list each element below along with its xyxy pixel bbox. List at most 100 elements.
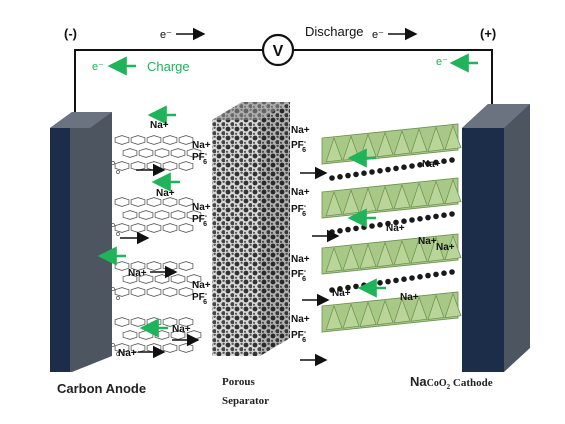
positive-terminal-label: (+) <box>480 26 496 41</box>
sodium-atom <box>417 274 423 280</box>
sodium-ion-label: Na+ <box>291 187 310 198</box>
sodium-ion-label: Na+ <box>291 125 310 136</box>
sodium-atom <box>329 287 335 293</box>
cobalt-octahedron <box>359 301 377 327</box>
graphene-hexagon <box>130 223 146 233</box>
sodium-ion-label: Na+ <box>386 223 405 234</box>
graphene-hexagon <box>162 161 178 171</box>
cobalt-octahedron <box>376 241 394 268</box>
cobalt-octahedron <box>427 236 445 262</box>
graphene-hexagon <box>114 287 130 297</box>
separator-label-line1: Porous <box>222 376 256 388</box>
graphene-hexagon <box>178 161 194 171</box>
sodium-atom <box>441 212 447 218</box>
cathode-label-subscript: 2 <box>447 383 451 391</box>
sodium-ion-label: Na+ <box>436 242 455 253</box>
sodium-atom <box>345 226 351 233</box>
charge-electron-symbol-2: e⁻ <box>436 56 448 68</box>
sodium-ion-label: Na+ <box>291 314 310 325</box>
sodium-atom <box>425 160 431 167</box>
anode-atom <box>116 352 120 356</box>
graphene-hexagon <box>138 148 154 158</box>
sodium-atom <box>353 225 359 232</box>
sodium-ion-label: Na+ <box>291 254 310 265</box>
graphene-hexagon <box>114 261 130 271</box>
sodium-atom <box>345 284 351 291</box>
cobalt-octahedron <box>393 183 411 210</box>
sodium-atom <box>417 162 423 168</box>
sodium-ion-label: Na+ <box>400 292 419 303</box>
sodium-atom <box>345 172 351 179</box>
sodium-atom <box>385 166 391 173</box>
cobalt-octahedron <box>342 303 360 329</box>
sodium-atom <box>377 222 383 228</box>
sodium-atom <box>417 216 423 222</box>
graphene-hexagon <box>138 210 154 220</box>
sodium-atom <box>393 219 399 226</box>
graphene-hexagon <box>162 261 178 271</box>
pf6-ion-label: PF-6 <box>291 268 307 283</box>
graphene-hexagon <box>186 274 202 284</box>
sodium-ion-label: Na+ <box>192 140 211 151</box>
voltmeter: V <box>261 33 295 67</box>
cathode-label-suffix: Cathode <box>453 377 493 389</box>
pf6-ion-label: PF-6 <box>291 203 307 218</box>
sodium-atom <box>409 163 415 169</box>
anode-atom <box>116 296 120 300</box>
graphene-hexagon <box>122 274 138 284</box>
cobalt-octahedron <box>393 239 411 266</box>
charge-label: Charge <box>147 59 190 74</box>
sodium-ion-label: Na+ <box>150 120 169 131</box>
graphene-hexagon <box>178 343 194 353</box>
sodium-atom <box>393 165 399 172</box>
graphene-hexagon <box>146 343 162 353</box>
graphene-hexagon <box>178 261 194 271</box>
graphene-hexagon <box>138 274 154 284</box>
sodium-atom <box>441 158 447 164</box>
sodium-atom <box>353 171 359 178</box>
sodium-ion-label: Na+ <box>128 268 147 279</box>
graphene-hexagon <box>146 317 162 327</box>
carbon-anode-electrode <box>50 112 112 372</box>
anode-top <box>50 112 112 128</box>
discharge-electron-symbol-1: e⁻ <box>160 29 172 41</box>
sodium-atom <box>393 277 399 284</box>
cobalt-octahedron <box>410 128 428 154</box>
graphene-hexagon <box>178 287 194 297</box>
cobalt-octahedron <box>410 296 428 322</box>
cobalt-octahedron <box>427 126 445 152</box>
pf6-ion-label: PF-6 <box>291 329 307 344</box>
graphene-hexagon <box>146 223 162 233</box>
graphene-hexagon <box>130 197 146 207</box>
graphene-hexagon <box>170 274 186 284</box>
graphene-hexagon <box>186 210 202 220</box>
cobalt-octahedron <box>325 304 343 331</box>
discharge-electron-symbol-2: e⁻ <box>372 29 384 41</box>
cobalt-octahedron <box>444 178 462 205</box>
sodium-atom <box>433 271 439 278</box>
graphene-hexagon <box>130 317 146 327</box>
cathode-label-formula: CoO <box>427 378 447 389</box>
sodium-atom <box>401 276 407 283</box>
sodium-ion-label: Na+ <box>172 324 191 335</box>
graphene-hexagon <box>114 343 130 353</box>
graphene-hexagon <box>114 317 130 327</box>
discharge-label: Discharge <box>305 24 364 39</box>
graphene-hexagon <box>178 197 194 207</box>
sodium-atom <box>369 169 375 175</box>
cathode-layers <box>321 123 462 333</box>
graphene-hexagon <box>162 317 178 327</box>
sodium-atom <box>449 157 455 163</box>
pf6-ion-label: PF-6 <box>291 139 307 154</box>
graphene-hexagon <box>154 274 170 284</box>
cobalt-octahedron <box>427 294 445 320</box>
graphene-hexagon <box>122 210 138 220</box>
graphene-hexagon <box>154 210 170 220</box>
graphene-hexagon <box>162 135 178 145</box>
cobalt-octahedron <box>444 234 462 261</box>
cathode-top <box>462 104 530 128</box>
sodium-atom <box>385 278 391 285</box>
sodium-atom <box>425 214 431 221</box>
sodium-atom <box>337 174 343 180</box>
separator-face <box>212 102 290 356</box>
